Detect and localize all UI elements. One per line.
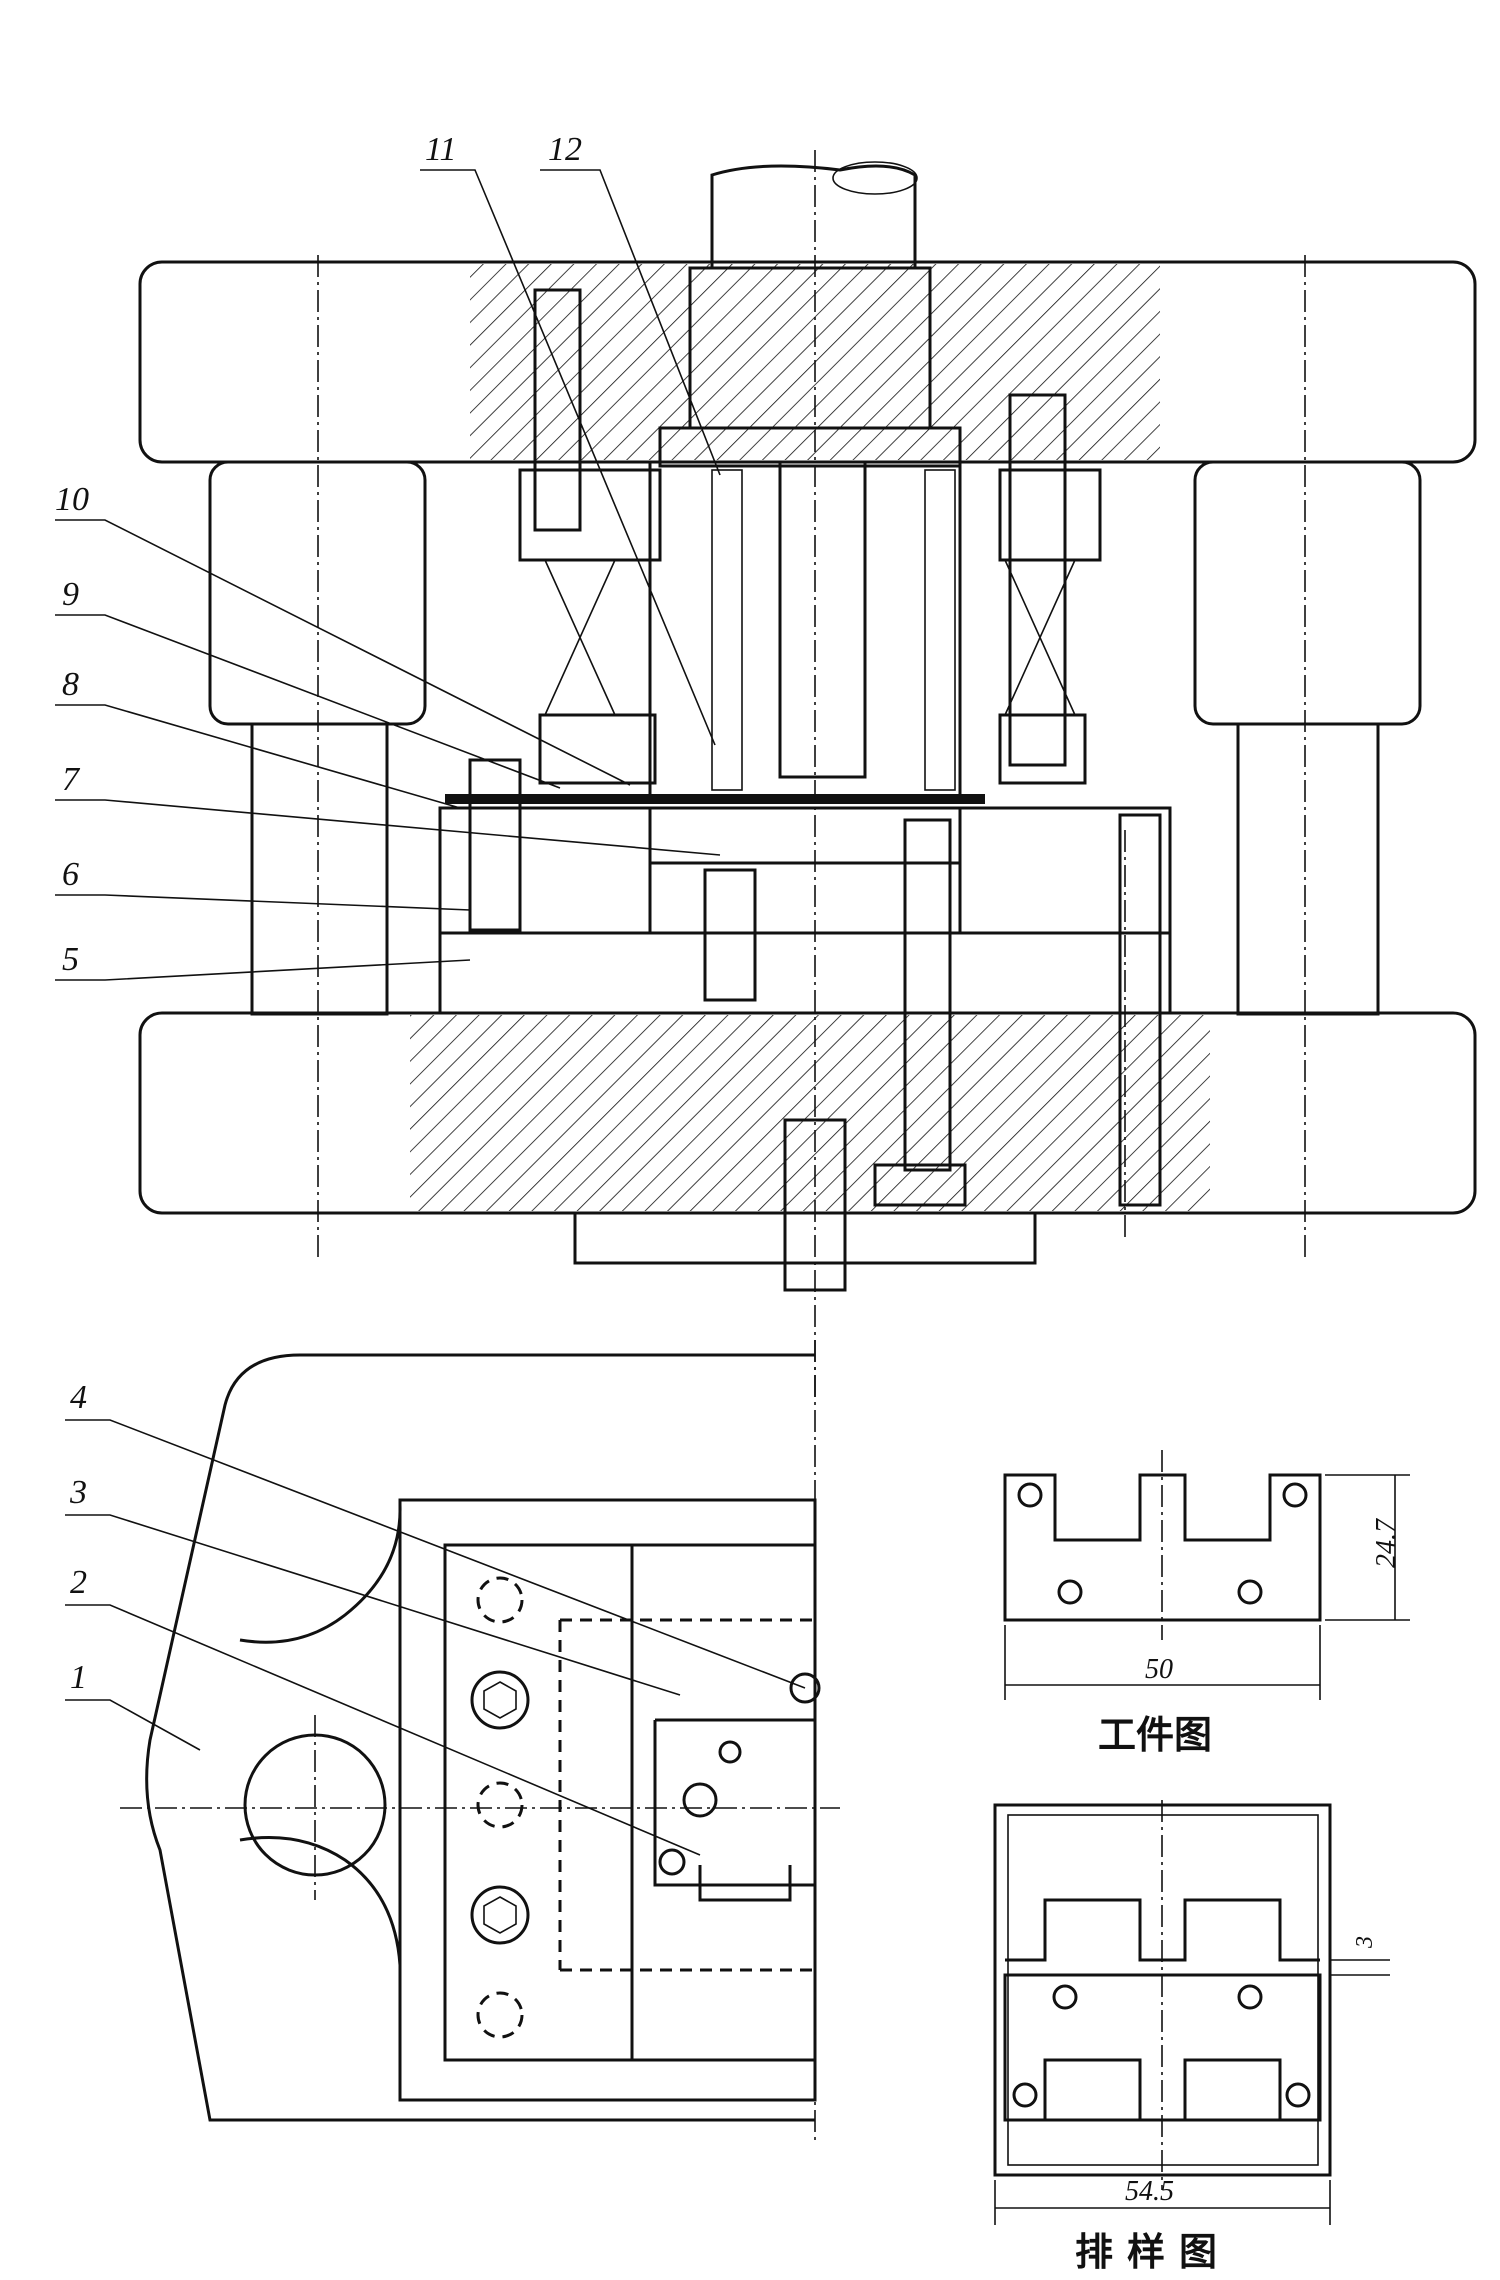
lower-plate-outline — [145, 1353, 815, 2122]
guide-plate-outline — [443, 1543, 817, 2062]
spring-left — [544, 559, 616, 716]
spring-right — [1004, 559, 1076, 716]
strip-outline-inner — [1007, 1814, 1319, 2166]
die-block-outline — [398, 1498, 817, 2102]
plan-leader-lines — [65, 1419, 806, 1856]
section-view: 11 12 10 9 8 7 6 5 — [55, 131, 1477, 1400]
side-pin — [1118, 813, 1162, 1207]
pilot-pin-left — [711, 469, 743, 791]
label-part-11: 11 — [425, 131, 456, 168]
label-part-9: 9 — [62, 576, 79, 613]
label-part-5: 5 — [62, 941, 79, 978]
label-part-1: 1 — [70, 1659, 87, 1696]
label-part-6: 6 — [62, 856, 79, 893]
strip-channel — [558, 1618, 815, 1972]
stripper-right — [998, 713, 1087, 785]
screw-top-right — [1008, 393, 1067, 767]
hatched-part-notch — [1043, 2058, 1282, 2120]
plate-notch — [239, 1504, 815, 2102]
label-part-4: 4 — [70, 1379, 87, 1416]
guide-bush-right — [1193, 460, 1422, 726]
label-part-3: 3 — [69, 1474, 87, 1511]
label-part-10: 10 — [55, 481, 89, 518]
label-part-7: 7 — [62, 761, 81, 798]
punch-center-slot — [778, 460, 867, 779]
workpiece-caption: 工件图 — [1098, 1712, 1212, 1757]
lower-plate-section — [410, 1015, 1210, 1211]
punch-plate-left — [518, 468, 662, 562]
label-part-8: 8 — [62, 666, 79, 703]
bottom-pad — [573, 1211, 1037, 1265]
shank-top — [832, 161, 918, 195]
strip-material — [445, 794, 985, 804]
shank — [710, 164, 917, 268]
layout-caption: 排样图 — [1075, 2229, 1231, 2274]
stripper-left — [538, 713, 657, 785]
layout-gap-dim: 3 — [1352, 1936, 1378, 1949]
die-screw — [468, 758, 522, 932]
center-pin — [703, 868, 757, 1002]
pilot-pin-right — [924, 469, 956, 791]
bolt-heads — [470, 1576, 530, 2039]
strip-layout-drawing: 3 54.5 排样图 — [993, 1800, 1390, 2274]
label-part-12: 12 — [548, 131, 582, 168]
workpiece-outline — [1003, 1473, 1322, 1622]
workpiece-height-dim: 24.7 — [1371, 1518, 1402, 1568]
workpiece-drawing: 50 24.7 工件图 — [1003, 1450, 1410, 1757]
punch-plate-right — [998, 468, 1102, 562]
screw-top-left — [533, 288, 582, 532]
part-labels: 11 12 10 9 8 7 6 5 — [55, 131, 582, 978]
label-part-2: 2 — [70, 1564, 87, 1601]
workpiece-width-dim: 50 — [1145, 1654, 1173, 1685]
die-opening — [653, 1718, 815, 1887]
die-plate-right — [958, 806, 1172, 935]
layout-width-dim: 54.5 — [1125, 2176, 1174, 2207]
punch-body — [648, 460, 962, 799]
die-plate-center — [648, 806, 962, 865]
leader-lines — [55, 169, 721, 981]
lower-bolt — [873, 1163, 967, 1207]
shank-flange — [658, 426, 962, 468]
punch-outline — [698, 1865, 792, 1902]
backing-plate — [438, 931, 1172, 1015]
plan-view: 4 3 2 1 — [65, 1340, 840, 2140]
guide-post-right — [1236, 722, 1380, 1016]
